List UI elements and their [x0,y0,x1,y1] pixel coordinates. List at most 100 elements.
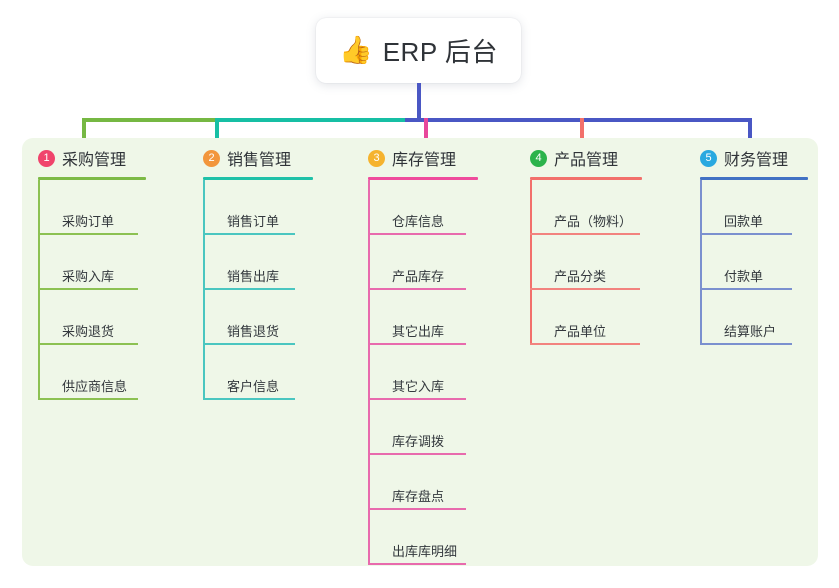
column-header-sales[interactable]: 2 销售管理 [203,146,313,170]
tree-panel-background [22,138,818,566]
leaf-item[interactable]: 回款单 [700,180,808,235]
column-header-inventory[interactable]: 3 库存管理 [368,146,478,170]
column-sales: 2 销售管理销售订单销售出库销售退货客户信息 [203,146,313,400]
column-title-purchase: 采购管理 [62,152,127,169]
connector-drop-product [580,118,584,148]
leaf-item[interactable]: 采购订单 [38,180,146,235]
thumbs-up-icon: 👍 [339,35,373,65]
leaf-item[interactable]: 销售退货 [203,290,313,345]
column-title-inventory: 库存管理 [392,152,457,169]
leaf-item-rule [368,288,466,290]
leaf-item-rule [38,343,138,345]
leaf-item-rule [203,343,295,345]
root-node-title: ERP 后台 [382,37,498,67]
leaf-item-label: 销售出库 [227,269,280,284]
connector-indigo-segment [405,118,750,122]
leaf-item[interactable]: 产品库存 [368,235,478,290]
leaf-item-label: 供应商信息 [62,379,128,394]
leaf-item-rule [530,343,640,345]
column-title-product: 产品管理 [554,152,619,169]
leaf-item-rule [700,233,792,235]
leaf-item[interactable]: 产品分类 [530,235,642,290]
leaf-item-label: 采购入库 [62,269,115,284]
connector-drop-inventory [424,118,428,148]
column-badge-finance: 5 [700,149,717,167]
leaf-item-label: 仓库信息 [392,214,445,229]
connector-teal-segment [215,118,405,122]
leaf-item[interactable]: 产品单位 [530,290,642,345]
leaf-item[interactable]: 仓库信息 [368,180,478,235]
root-stem-line [417,83,421,122]
leaf-item[interactable]: 出库库明细 [368,510,478,565]
leaf-item-label: 产品单位 [554,324,607,339]
spine-sales [203,180,205,400]
leaf-item-label: 采购退货 [62,324,115,339]
leaf-item[interactable]: 其它出库 [368,290,478,345]
leaf-item-label: 销售退货 [227,324,280,339]
leaf-item-rule [203,288,295,290]
leaf-item[interactable]: 结算账户 [700,290,808,345]
leaf-list-sales: 销售订单销售出库销售退货客户信息 [203,180,313,400]
spine-finance [700,180,702,345]
connector-drop-purchase [82,118,86,148]
leaf-item-label: 产品分类 [554,269,607,284]
leaf-item[interactable]: 销售订单 [203,180,313,235]
column-badge-product: 4 [530,149,547,167]
column-header-finance[interactable]: 5 财务管理 [700,146,808,170]
spine-product [530,180,532,345]
leaf-item[interactable]: 采购入库 [38,235,146,290]
leaf-item[interactable]: 其它入库 [368,345,478,400]
leaf-item-rule [700,288,792,290]
leaf-item-rule [700,343,792,345]
column-rule-product [530,177,642,180]
leaf-item-rule [203,398,295,400]
column-title-sales: 销售管理 [227,152,292,169]
leaf-item-rule [530,288,640,290]
leaf-item[interactable]: 库存调拨 [368,400,478,455]
leaf-item-label: 回款单 [724,214,764,229]
connector-green-segment [82,118,215,122]
leaf-item-label: 库存调拨 [392,434,445,449]
leaf-list-product: 产品（物料） 产品分类产品单位 [530,180,642,345]
leaf-item-label: 库存盘点 [392,489,445,504]
leaf-item-label: 产品（物料） [554,214,633,229]
column-inventory: 3 库存管理仓库信息产品库存其它出库其它入库库存调拨库存盘点出库库明细 [368,146,478,565]
column-product: 4 产品管理产品（物料） 产品分类产品单位 [530,146,642,345]
leaf-item-label: 采购订单 [62,214,115,229]
column-badge-sales: 2 [203,149,220,167]
leaf-item-label: 出库库明细 [392,544,458,559]
leaf-item[interactable]: 付款单 [700,235,808,290]
leaf-item-label: 其它入库 [392,379,445,394]
leaf-item-label: 付款单 [724,269,764,284]
leaf-item-rule [368,343,466,345]
leaf-item[interactable]: 客户信息 [203,345,313,400]
spine-purchase [38,180,40,400]
leaf-item[interactable]: 库存盘点 [368,455,478,510]
leaf-item-label: 客户信息 [227,379,280,394]
root-node-card[interactable]: 👍 ERP 后台 [316,18,521,83]
spine-inventory [368,180,370,565]
leaf-item-rule [368,563,466,565]
leaf-item-label: 销售订单 [227,214,280,229]
leaf-item-label: 其它出库 [392,324,445,339]
leaf-item[interactable]: 供应商信息 [38,345,146,400]
column-title-finance: 财务管理 [724,152,789,169]
leaf-item[interactable]: 产品（物料） [530,180,642,235]
leaf-item-label: 结算账户 [724,324,777,339]
column-badge-inventory: 3 [368,149,385,167]
connector-drop-finance [748,118,752,148]
leaf-item[interactable]: 采购退货 [38,290,146,345]
leaf-item-rule [38,398,138,400]
column-finance: 5 财务管理回款单付款单结算账户 [700,146,808,345]
leaf-item-rule [38,233,138,235]
column-header-product[interactable]: 4 产品管理 [530,146,642,170]
column-rule-sales [203,177,313,180]
leaf-item-rule [530,233,640,235]
connector-drop-sales [215,118,219,148]
leaf-list-inventory: 仓库信息产品库存其它出库其它入库库存调拨库存盘点出库库明细 [368,180,478,565]
leaf-item-rule [203,233,295,235]
leaf-item[interactable]: 销售出库 [203,235,313,290]
column-rule-purchase [38,177,146,180]
